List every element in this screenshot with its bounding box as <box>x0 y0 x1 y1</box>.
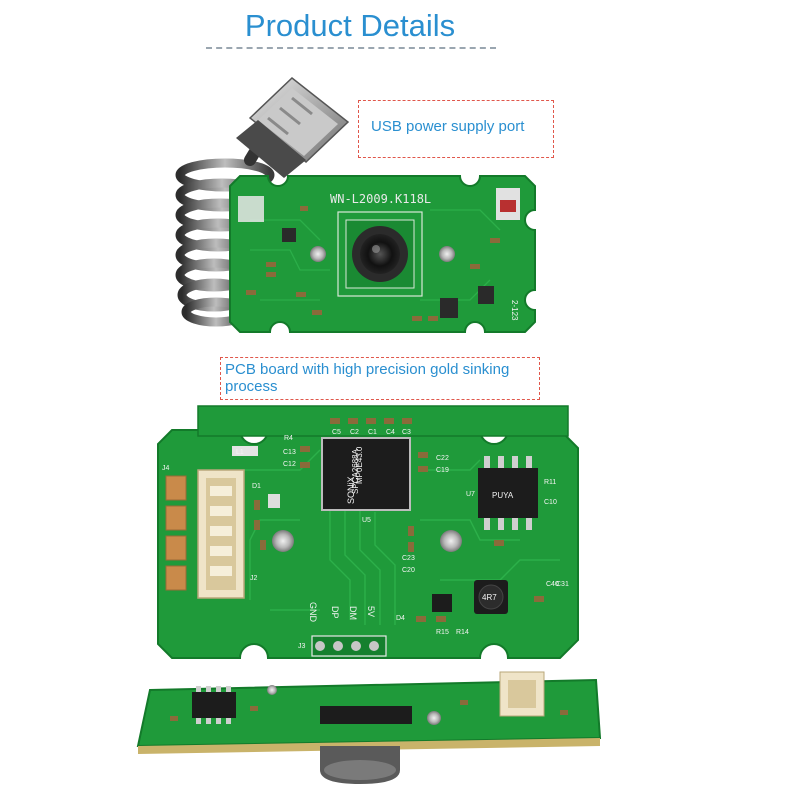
label-c20: C20 <box>402 567 415 574</box>
page-title: Product Details <box>244 8 456 43</box>
board-side-text: 2-123 <box>510 300 519 321</box>
main-chip: SONiX SPCA2688A MP0E43.0 <box>321 437 411 511</box>
label-5v: 5V <box>366 606 376 617</box>
connector-j2 <box>197 469 245 599</box>
label-c2: C2 <box>350 429 359 436</box>
label-c19: C19 <box>436 467 449 474</box>
chip-code-text: MP0E43.0 <box>355 446 364 484</box>
label-c13: C13 <box>283 449 296 456</box>
pcb-board-bottom <box>136 671 602 784</box>
label-c10: C10 <box>544 499 557 506</box>
label-gnd: GND <box>308 602 318 623</box>
label-c40: C40 <box>546 581 559 588</box>
label-dp: DP <box>330 606 340 619</box>
label-j3: J3 <box>298 643 306 650</box>
board-model-text: WN-L2009.K118L <box>330 192 431 206</box>
label-dm: DM <box>348 606 358 620</box>
label-c4: C4 <box>386 429 395 436</box>
label-u5: U5 <box>362 517 371 524</box>
gold-pads <box>165 475 187 591</box>
chip-brand-text: SONiX <box>346 476 356 504</box>
label-j2: J2 <box>250 575 258 582</box>
label-r11: R11 <box>544 479 556 486</box>
label-c1: C1 <box>368 429 377 436</box>
label-c31: C31 <box>556 581 569 588</box>
header-pins <box>311 635 387 657</box>
label-c5: C5 <box>332 429 341 436</box>
label-r15: R15 <box>436 629 449 636</box>
usb-plug <box>236 77 350 178</box>
label-j4: J4 <box>162 465 170 472</box>
label-d1: D1 <box>252 483 261 490</box>
flash-chip-text: PUYA <box>492 491 514 500</box>
label-l1: L1 <box>236 449 244 456</box>
inductor: 4R7 <box>474 580 508 614</box>
inductor-text: 4R7 <box>482 593 497 602</box>
label-r4: R4 <box>284 435 293 442</box>
label-d4: D4 <box>396 615 405 622</box>
title-underline <box>206 47 496 49</box>
label-c3: C3 <box>402 429 411 436</box>
label-c12: C12 <box>283 461 296 468</box>
label-u7: U7 <box>466 491 475 498</box>
flash-chip: PUYA <box>478 456 538 530</box>
chip-model-text: SPCA2688A <box>351 448 360 494</box>
label-c22: C22 <box>436 455 449 462</box>
usb-port-callout: USB power supply port <box>358 100 554 158</box>
label-r14: R14 <box>456 629 469 636</box>
label-c23: C23 <box>402 555 415 562</box>
pcb-process-callout: PCB board with high precision gold sinki… <box>220 357 540 400</box>
pcb-board-middle: SONiX SPCA2688A MP0E43.0 PUYA 4R7 <box>157 405 579 659</box>
pcb-board-top: WN-L2009.K118L 2-123 <box>229 175 536 333</box>
